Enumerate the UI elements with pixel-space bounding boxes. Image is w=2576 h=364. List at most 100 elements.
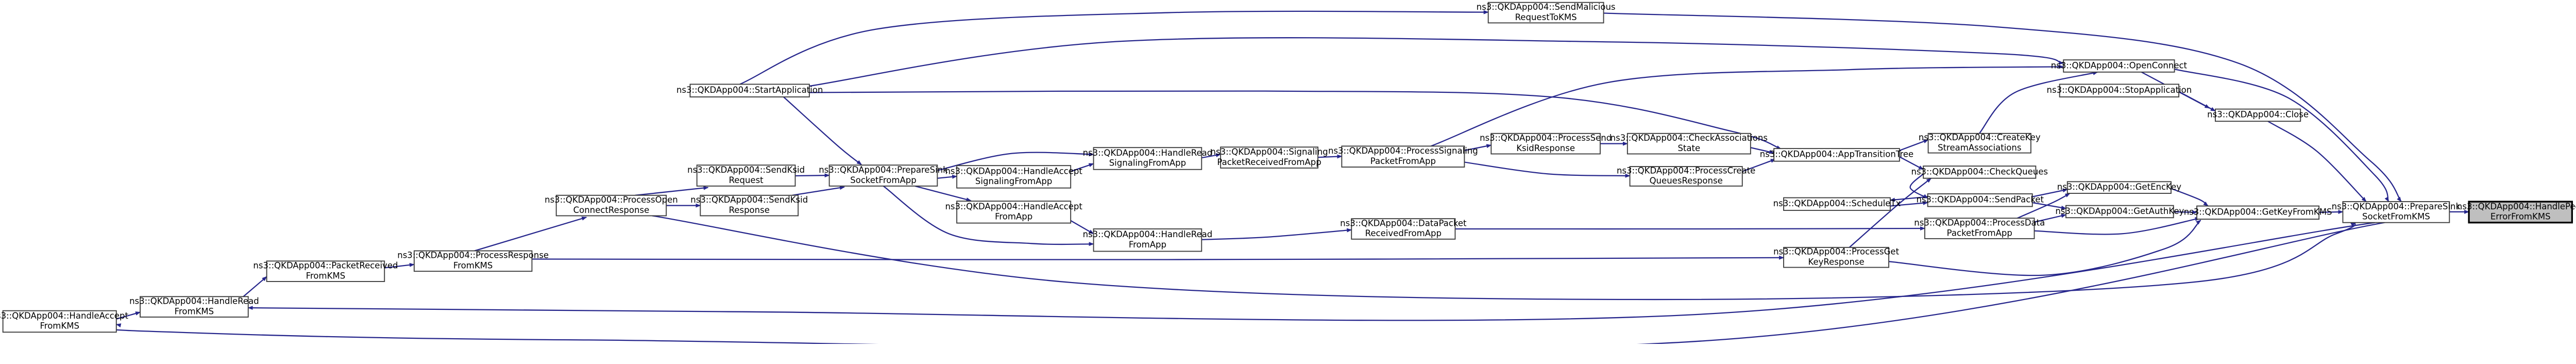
node-box[interactable]: [2063, 59, 2175, 73]
node-label-line: ns3::QKDApp004::GetKeyFromKMS: [2184, 207, 2332, 217]
graph-node-SignalingPacketReceivedFromApp[interactable]: ns3::QKDApp004::SignalingPacketReceivedF…: [1211, 146, 1328, 169]
edge-SendKsidResponse-to-PrepareSinkSocketFromApp: [792, 186, 845, 196]
node-label-line: QueuesResponse: [1650, 176, 1723, 186]
node-label-line: ns3::QKDApp004::PacketReceived: [253, 261, 398, 271]
node-box[interactable]: [2065, 205, 2174, 219]
graph-node-OpenConnect[interactable]: ns3::QKDApp004::OpenConnect: [2051, 59, 2188, 73]
node-box[interactable]: [1927, 133, 2031, 154]
edge-ProcessOpenConnectResponse-to-PrepareSinkSocketFromKMS: [652, 215, 2356, 301]
node-box[interactable]: [1490, 133, 1601, 155]
node-box[interactable]: [413, 250, 533, 272]
edge-HandleReadFromApp-to-DataPacketReceivedFromApp: [1201, 228, 1352, 240]
edge-PacketReceivedFromKMS-to-ProcessResponseFromKMS: [384, 263, 415, 269]
node-box[interactable]: [689, 84, 810, 97]
graph-node-ProcessSignalingPacketFromApp[interactable]: ns3::QKDApp004::ProcessSignalingPacketFr…: [1328, 145, 1478, 168]
node-label-line: ns3::QKDApp004::Close: [2207, 110, 2309, 120]
node-label-line: ErrorFromKMS: [2490, 212, 2551, 222]
edge-CreateKeyStreamAssociations-to-OpenConnect: [1978, 71, 2098, 134]
node-label-line: Response: [729, 205, 770, 215]
node-box[interactable]: [1927, 193, 2033, 207]
graph-node-StopApplication[interactable]: ns3::QKDApp004::StopApplication: [2047, 84, 2192, 97]
node-label-line: ns3::QKDApp004::HandlePeer: [2457, 202, 2576, 211]
node-box[interactable]: [696, 164, 796, 187]
node-label-line: KsidResponse: [1516, 143, 1575, 153]
graph-node-HandleAcceptSignalingFromApp[interactable]: ns3::QKDApp004::HandleAcceptSignalingFro…: [945, 165, 1082, 189]
graph-node-ScheduleTx[interactable]: ns3::QKDApp004::ScheduleTx: [1773, 197, 1901, 211]
graph-node-ProcessCreateQueuesResponse[interactable]: ns3::QKDApp004::ProcessCreateQueuesRespo…: [1617, 166, 1755, 187]
node-box[interactable]: [2059, 84, 2180, 97]
edge-SendPacket-to-GetAuthKey: [2032, 202, 2066, 210]
node-label-line: ns3::QKDApp004::ScheduleTx: [1773, 198, 1901, 208]
node-box[interactable]: [2066, 181, 2172, 194]
node-box[interactable]: [2, 310, 117, 333]
edge-StartApplication-to-OpenConnect: [805, 37, 2064, 88]
node-label-line: ns3::QKDApp004::HandleRead: [129, 296, 259, 306]
graph-node-SendMaliciousRequestToKMS[interactable]: ns3::QKDApp004::SendMaliciousRequestToKM…: [1477, 2, 1616, 24]
graph-node-Close[interactable]: ns3::QKDApp004::Close: [2207, 108, 2309, 122]
graph-node-GetEncKey[interactable]: ns3::QKDApp004::GetEncKey: [2057, 181, 2181, 194]
edge-PrepareSinkSocketFromKMS-to-HandleAcceptFromKMS: [103, 222, 2385, 344]
edge-StartApplication-to-PrepareSinkSocketFromApp: [783, 96, 862, 166]
node-box[interactable]: [2196, 205, 2320, 220]
graph-node-HandleReadSignalingFromApp[interactable]: ns3::QKDApp004::HandleReadSignalingFromA…: [1083, 147, 1213, 170]
graph-node-GetAuthKey[interactable]: ns3::QKDApp004::GetAuthKey: [2055, 205, 2184, 219]
graph-node-SendPacket[interactable]: ns3::QKDApp004::SendPacket: [1916, 193, 2044, 207]
graph-node-StartApplication[interactable]: ns3::QKDApp004::StartApplication: [676, 84, 823, 97]
node-label-line: Request: [729, 175, 764, 185]
node-box[interactable]: [956, 201, 1072, 224]
node-box[interactable]: [1093, 228, 1202, 252]
node-box[interactable]: [1351, 218, 1456, 240]
node-box[interactable]: [1783, 197, 1891, 211]
node-label-line: PacketReceivedFromApp: [1217, 157, 1321, 167]
edge-HandleAcceptFromApp-to-HandleReadFromApp: [1070, 220, 1094, 235]
edge-SendMaliciousRequestToKMS-to-PrepareSinkSocketFromKMS: [1603, 12, 2402, 202]
node-box[interactable]: [700, 194, 799, 217]
graph-node-CheckQueues[interactable]: ns3::QKDApp004::CheckQueues: [1911, 166, 2048, 179]
node-box[interactable]: [1220, 146, 1318, 169]
node-box[interactable]: [828, 164, 938, 187]
node-box[interactable]: [1773, 148, 1900, 162]
graph-node-ProcessOpenConnectResponse[interactable]: ns3::QKDApp004::ProcessOpenConnectRespon…: [545, 194, 678, 217]
edge-GetEncKey-to-GetKeyFromKMS: [2171, 188, 2209, 207]
edge-ProcessResponseFromKMS-to-ProcessGetKeyResponse: [532, 255, 1785, 260]
node-box[interactable]: [555, 194, 667, 217]
node-box[interactable]: [2214, 108, 2301, 122]
node-box[interactable]: [1783, 246, 1890, 268]
node-box[interactable]: [1924, 218, 2035, 239]
node-label-line: SignalingFromApp: [1109, 158, 1186, 168]
node-box[interactable]: [1093, 147, 1202, 170]
graph-node-AppTransitionTree[interactable]: ns3::QKDApp004::AppTransitionTree: [1760, 148, 1913, 162]
node-box[interactable]: [1923, 166, 2037, 179]
edges-layer: [103, 10, 2470, 344]
node-box[interactable]: [1629, 166, 1743, 187]
node-box[interactable]: [2342, 201, 2450, 223]
node-box[interactable]: [1487, 2, 1604, 24]
graph-node-DataPacketReceivedFromApp[interactable]: ns3::QKDApp004::DataPacketReceivedFromAp…: [1340, 218, 1467, 240]
graph-node-CreateKeyStreamAssociations[interactable]: ns3::QKDApp004::CreateKeyStreamAssociati…: [1919, 133, 2041, 154]
node-label-line: ns3::QKDApp004::ProcessCreate: [1617, 166, 1755, 175]
node-box[interactable]: [1341, 145, 1465, 168]
node-box[interactable]: [266, 260, 385, 282]
node-box[interactable]: [1626, 133, 1751, 155]
nodes-layer: ns3::QKDApp004::HandleAcceptFromKMSns3::…: [0, 2, 2576, 333]
edge-CheckAssociationsState-to-AppTransitionTree: [1750, 147, 1775, 154]
edge-ProcessGetKeyResponse-to-CheckQueues: [1849, 177, 1932, 248]
node-box[interactable]: [140, 296, 249, 318]
node-box[interactable]: [956, 165, 1072, 189]
node-label-line: ns3::QKDApp004::CreateKey: [1919, 133, 2041, 142]
graph-node-GetKeyFromKMS[interactable]: ns3::QKDApp004::GetKeyFromKMS: [2184, 205, 2332, 220]
